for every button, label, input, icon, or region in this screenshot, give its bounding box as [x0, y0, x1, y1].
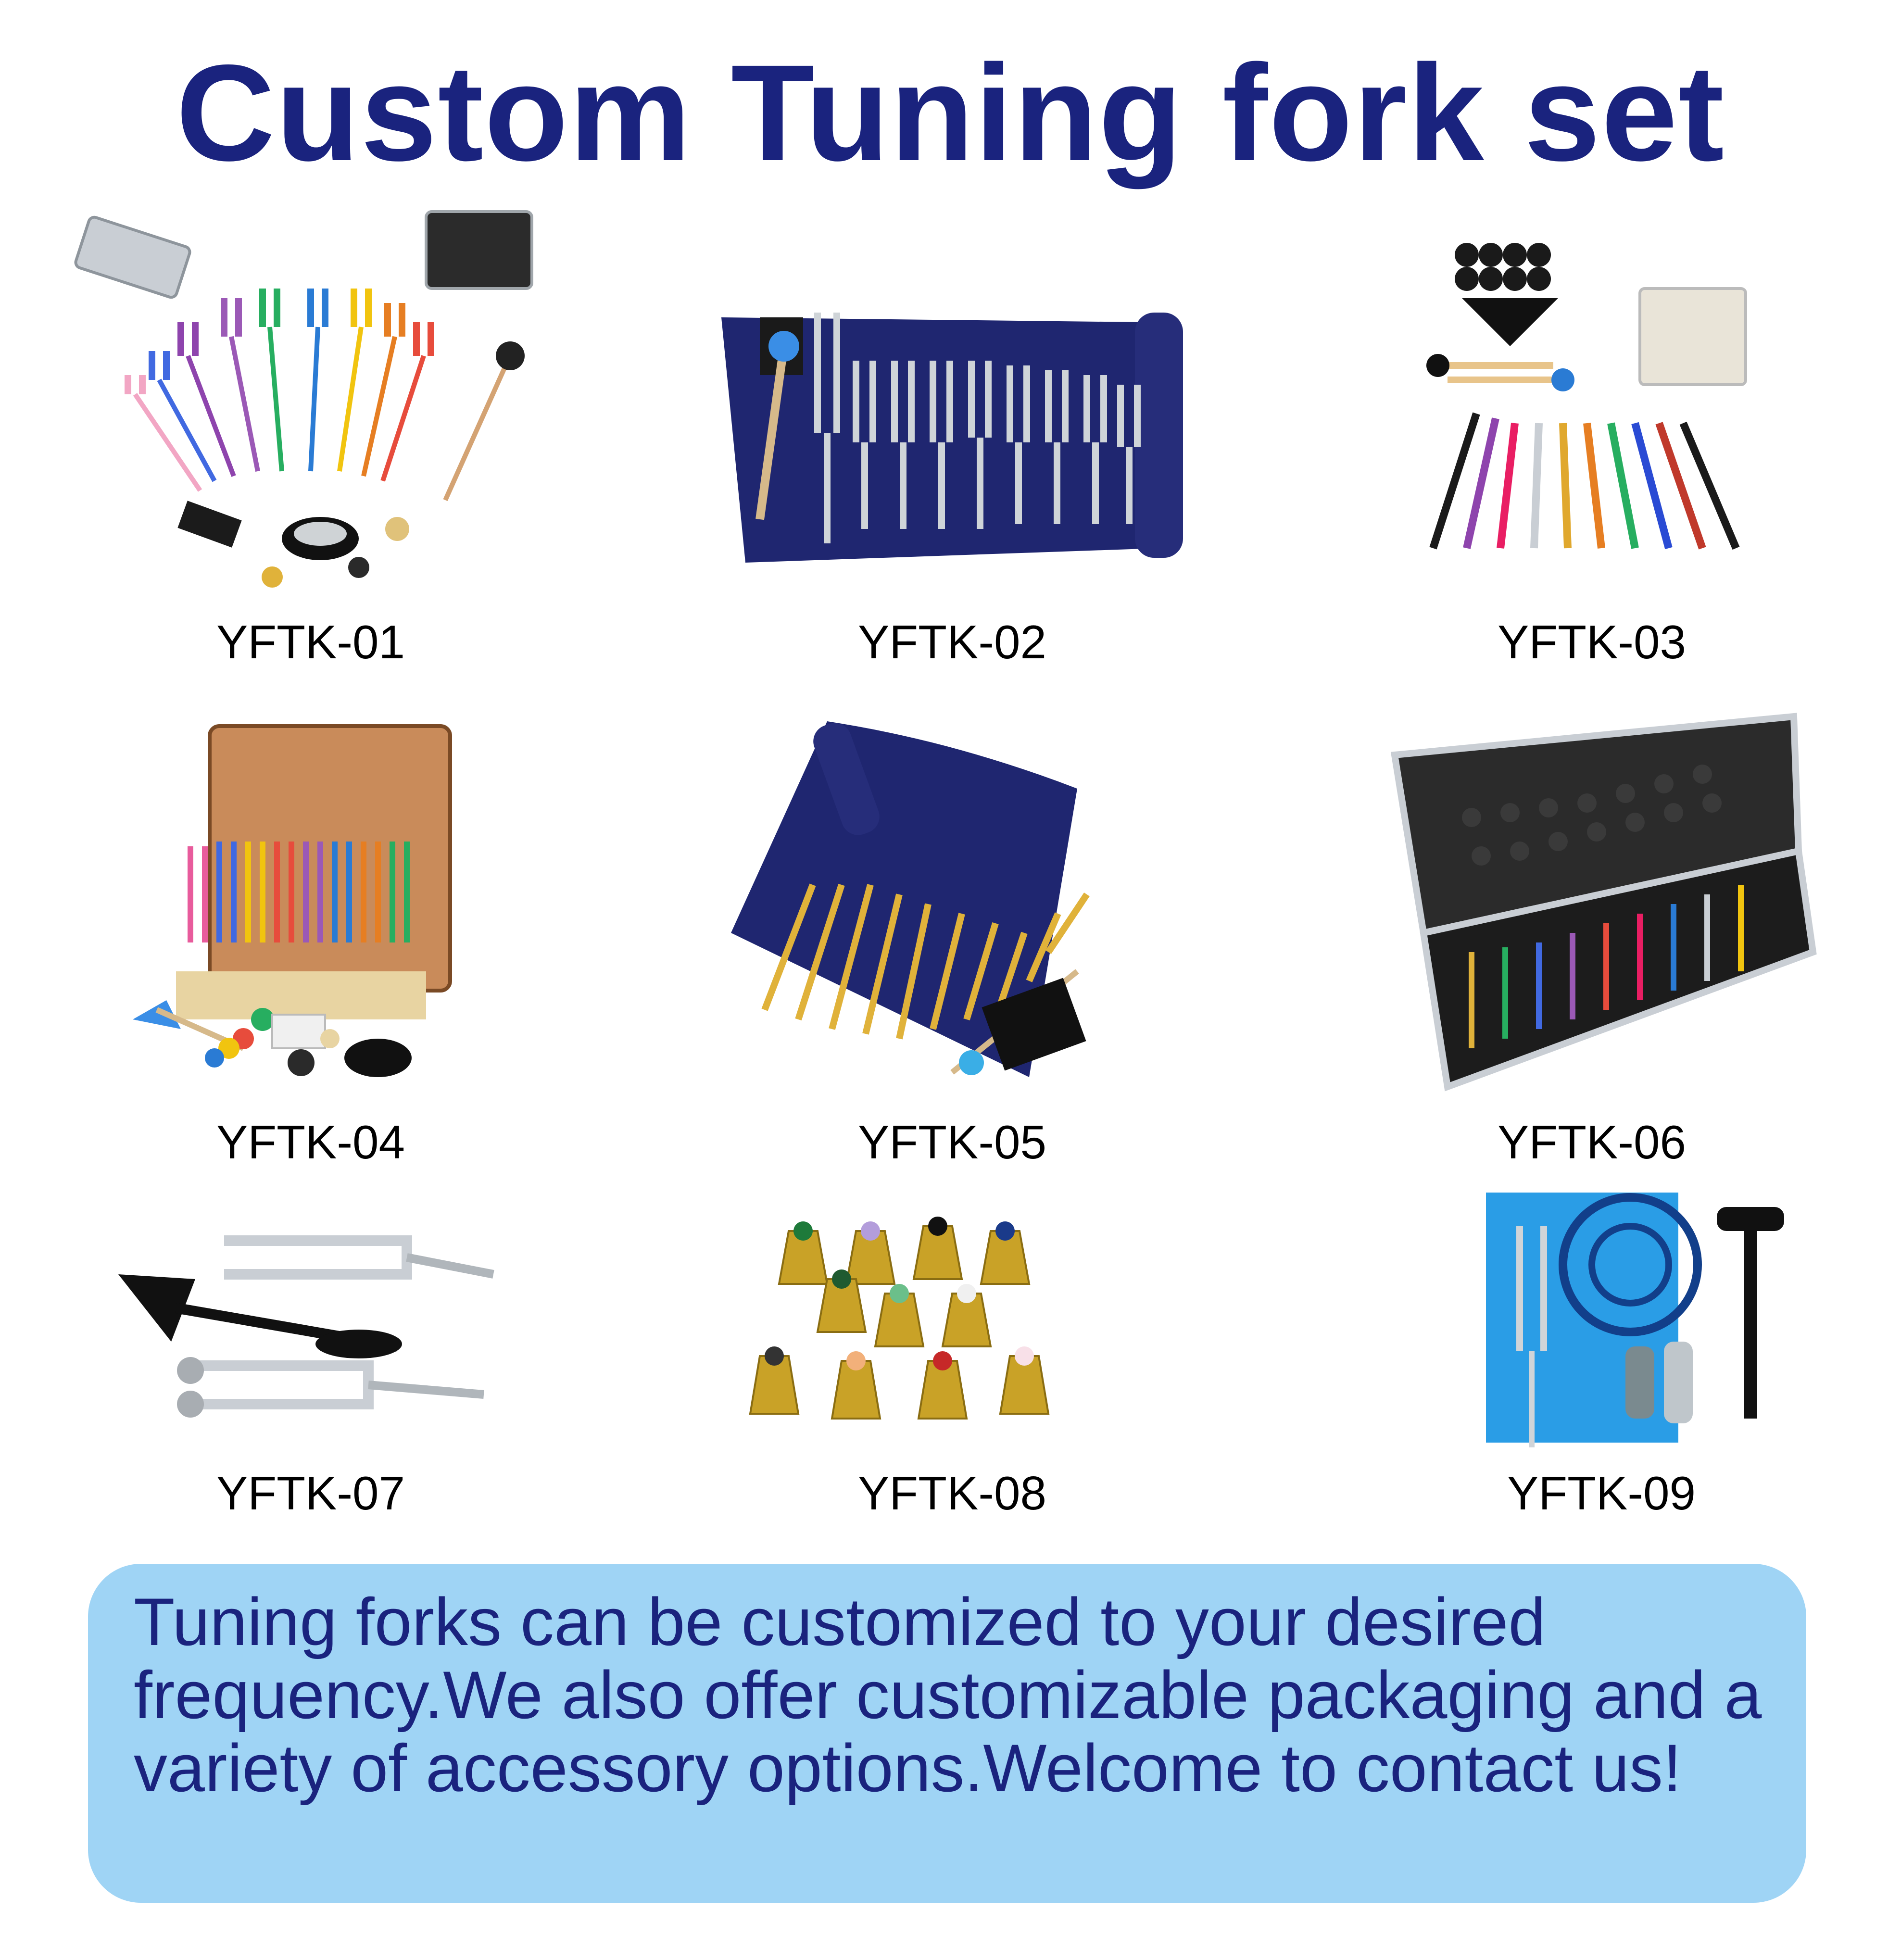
product-code: YFTK-04 [216, 1116, 405, 1168]
product-yftk-05[interactable]: YFTK-05 [712, 712, 1193, 1168]
product-code: YFTK-05 [857, 1116, 1047, 1168]
product-yftk-04[interactable]: YFTK-04 [70, 712, 551, 1168]
product-yftk-08[interactable]: YFTK-08 [712, 1212, 1193, 1520]
product-yftk-03[interactable]: YFTK-03 [1351, 202, 1832, 668]
product-image-svg [1486, 1193, 1784, 1447]
product-image-svg [749, 1217, 1050, 1420]
product-image-svg [721, 313, 1183, 563]
product-code: YFTK-08 [857, 1467, 1047, 1520]
product-image-svg [1426, 243, 1747, 550]
product-image-svg [731, 721, 1090, 1077]
medical-tuning-forks-with-reflex-hammer-image[interactable] [70, 1212, 551, 1462]
product-code: YFTK-07 [216, 1467, 405, 1520]
product-yftk-01[interactable]: YFTK-01 [70, 202, 551, 668]
product-code: YFTK-09 [1507, 1467, 1696, 1520]
chakra-booklet-with-fork-and-hammer-image[interactable] [1361, 1188, 1842, 1457]
gold-gemstone-tuning-fork-weights-image[interactable] [712, 1212, 1193, 1462]
aluminum-case-with-colored-forks-image[interactable] [1351, 712, 1832, 1106]
silver-tuning-forks-on-blue-velvet-roll-image[interactable] [712, 202, 1193, 596]
colored-forks-on-wooden-stand-with-case-image[interactable] [70, 712, 551, 1106]
product-code: YFTK-01 [216, 616, 405, 668]
product-yftk-07[interactable]: YFTK-07 [70, 1212, 551, 1520]
product-image-svg [74, 210, 533, 588]
gold-tuning-forks-on-blue-velvet-bag-image[interactable] [712, 712, 1193, 1106]
product-image-svg [133, 724, 452, 1077]
info-box: Tuning forks can be customized to your d… [88, 1564, 1806, 1903]
info-text: Tuning forks can be customized to your d… [134, 1584, 1762, 1806]
product-yftk-09[interactable]: YFTK-09 [1361, 1188, 1842, 1520]
product-code: YFTK-03 [1497, 616, 1687, 668]
product-image-svg [118, 1235, 494, 1418]
page-title: Custom Tuning fork set [176, 37, 1725, 189]
rainbow-tuning-fork-set-with-cases-image[interactable] [70, 202, 551, 596]
product-image-svg [1390, 713, 1817, 1092]
product-code: YFTK-06 [1497, 1116, 1687, 1168]
product-code: YFTK-02 [857, 616, 1047, 668]
colored-tuning-forks-with-accessories-and-white-case-image[interactable] [1351, 202, 1832, 596]
product-yftk-02[interactable]: YFTK-02 [712, 202, 1193, 668]
product-yftk-06[interactable]: YFTK-06 [1351, 712, 1832, 1168]
